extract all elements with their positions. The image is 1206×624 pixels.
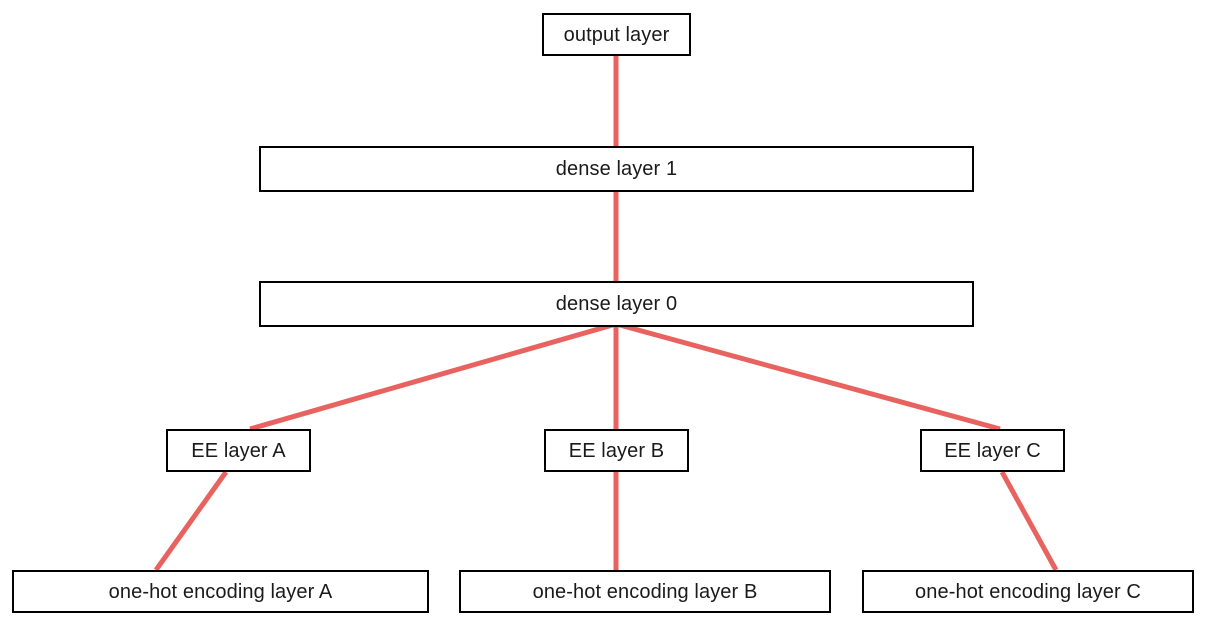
node-onehot-layer-a[interactable]: one-hot encoding layer A [12, 570, 429, 613]
edge-ee-a-to-dense0 [249, 321, 617, 432]
node-onehot-layer-b-label: one-hot encoding layer B [532, 580, 758, 603]
node-output-layer-label: output layer [563, 23, 670, 46]
node-ee-layer-b-label: EE layer B [568, 439, 665, 462]
node-ee-layer-a-label: EE layer A [191, 439, 286, 462]
node-ee-layer-a[interactable]: EE layer A [166, 429, 311, 472]
node-dense-layer-0[interactable]: dense layer 0 [259, 281, 974, 327]
edge-onehot-c-to-ee-c [999, 470, 1059, 572]
node-dense-layer-1[interactable]: dense layer 1 [259, 146, 974, 192]
node-dense-layer-0-label: dense layer 0 [555, 293, 678, 315]
node-output-layer[interactable]: output layer [542, 13, 691, 56]
edge-onehot-a-to-ee-a [153, 470, 229, 572]
node-ee-layer-c-label: EE layer C [944, 439, 1041, 462]
node-onehot-layer-c-label: one-hot encoding layer C [915, 580, 1141, 603]
node-onehot-layer-c[interactable]: one-hot encoding layer C [862, 570, 1194, 613]
node-onehot-layer-a-label: one-hot encoding layer A [108, 580, 333, 603]
node-ee-layer-c[interactable]: EE layer C [920, 429, 1065, 472]
node-onehot-layer-b[interactable]: one-hot encoding layer B [459, 570, 831, 613]
node-ee-layer-b[interactable]: EE layer B [544, 429, 689, 472]
edge-ee-c-to-dense0 [615, 321, 1001, 432]
node-dense-layer-1-label: dense layer 1 [555, 158, 678, 180]
